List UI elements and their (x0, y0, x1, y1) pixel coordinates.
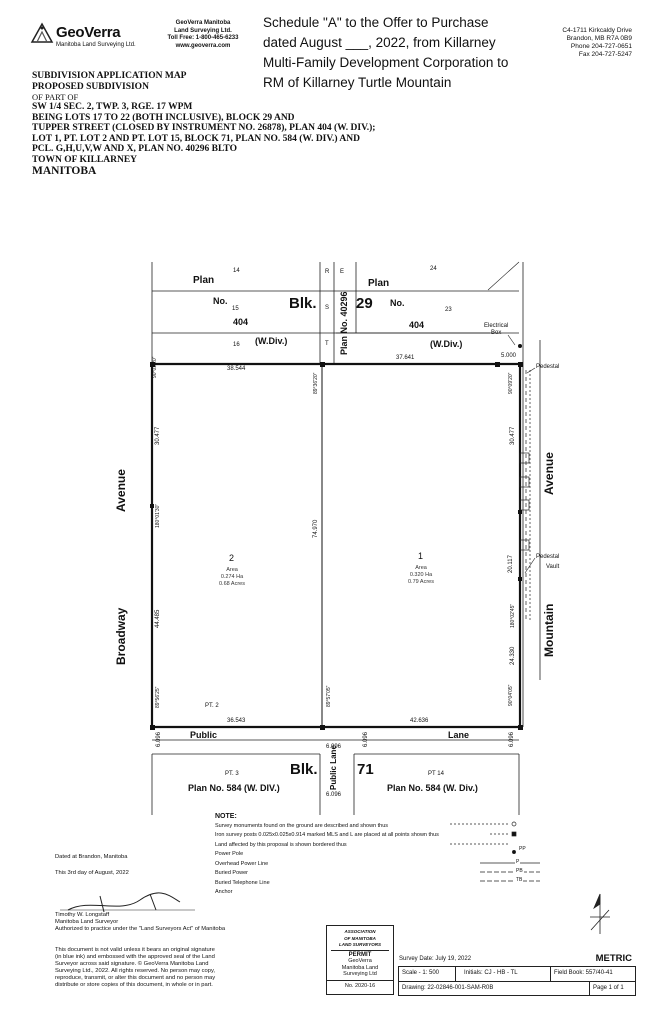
drawing-title-block: Survey Date: July 19, 2022 METRIC Scale … (398, 953, 636, 996)
legend-notes: NOTE: Survey monuments found on the grou… (215, 813, 439, 895)
legal-description: SUBDIVISION APPLICATION MAP PROPOSED SUB… (32, 71, 376, 177)
company-name: GeoVerra (56, 24, 121, 41)
company-subname: Manitoba Land Surveying Ltd. (56, 42, 136, 48)
dated-at: Dated at Brandon, Manitoba (55, 854, 128, 860)
company-contact-block: GeoVerra Manitoba Land Surveying Ltd. To… (167, 20, 239, 49)
validity-disclaimer: This document is not valid unless it bea… (55, 947, 216, 988)
north-arrow-icon (590, 893, 610, 934)
dated-day: This 3rd day of August, 2022 (55, 870, 129, 876)
office-address: C4-1711 Kirkcaldy Drive Brandon, MB R7A … (562, 27, 632, 58)
metric-label: METRIC (595, 953, 632, 964)
surveyor-signature (60, 892, 195, 913)
legend-symbols (450, 821, 540, 882)
permit-stamp: ASSOCIATION OF MANITOBA LAND SURVEYORS P… (326, 925, 394, 995)
geoverra-logo-icon (30, 22, 54, 43)
company-logo: GeoVerra Manitoba Land Surveying Ltd. (30, 20, 140, 52)
survey-posts (150, 344, 523, 730)
surveyor-block: Timothy W. Longstaff Manitoba Land Surve… (55, 912, 226, 932)
schedule-heading: Schedule "A" to the Offer to Purchase da… (263, 15, 509, 90)
subject-parcel-boundary (150, 362, 522, 729)
survey-date: Survey Date: July 19, 2022 (399, 956, 472, 962)
